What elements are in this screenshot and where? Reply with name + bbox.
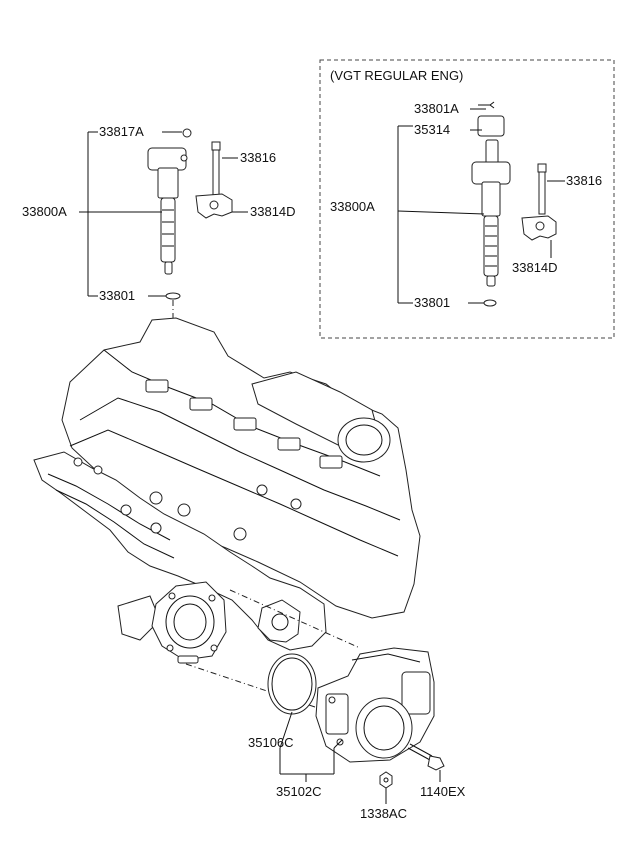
main-injector-group: 33817A 33800A 33816 33814D 33801: [22, 124, 296, 408]
vgt-clamp: [521, 215, 557, 241]
main-bolt: [211, 141, 221, 199]
main-injector: [147, 147, 188, 275]
main-callout-33814d: 33814D: [250, 204, 296, 219]
main-callout-33800a: 33800A: [22, 204, 67, 219]
throttle-bolt: [407, 743, 445, 771]
throttle-callout-1140ex: 1140EX: [420, 784, 466, 799]
main-washer-a: [182, 128, 192, 138]
main-seal-washer: [165, 292, 181, 300]
throttle-callout-35102c: 35102C: [276, 784, 322, 799]
manifold-flange: [151, 581, 227, 664]
main-callout-33801: 33801: [99, 288, 135, 303]
main-callout-33817a: 33817A: [99, 124, 144, 139]
vgt-clip: [478, 101, 495, 109]
throttle-gasket: [267, 653, 317, 715]
throttle-nut: [379, 771, 393, 789]
main-clamp: [195, 193, 233, 219]
vgt-bolt: [537, 163, 547, 215]
vgt-callout-33816: 33816: [566, 173, 602, 188]
vgt-variant-title: (VGT REGULAR ENG): [330, 68, 463, 83]
vgt-callout-33801: 33801: [414, 295, 450, 310]
throttle-callout-1338ac: 1338AC: [360, 806, 407, 821]
cylinder-head: [61, 317, 421, 619]
vgt-variant-box: (VGT REGULAR ENG): [319, 59, 615, 339]
intake-manifold: [33, 451, 327, 651]
throttle-body: [315, 647, 435, 763]
vgt-callout-33800a: 33800A: [330, 199, 375, 214]
vgt-callout-33801a: 33801A: [414, 101, 459, 116]
vgt-seal-washer: [483, 299, 497, 307]
vgt-callout-35314: 35314: [414, 122, 450, 137]
vgt-injector: [471, 115, 511, 287]
throttle-callout-35106c: 35106C: [248, 735, 294, 750]
main-callout-33816: 33816: [240, 150, 276, 165]
vgt-callout-33814d: 33814D: [512, 260, 558, 275]
